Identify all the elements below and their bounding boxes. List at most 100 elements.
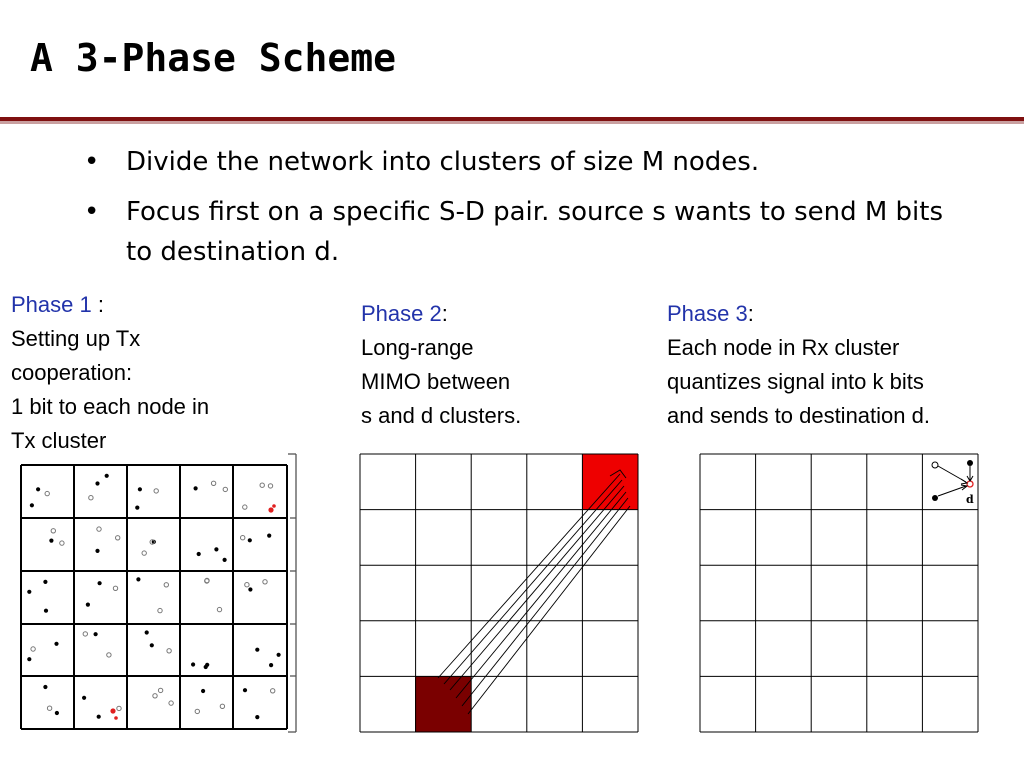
bullet-item: • Divide the network into clusters of si… (84, 142, 944, 182)
active-node (242, 688, 248, 693)
idle-node (267, 483, 274, 489)
phase-2-line: Long-range (361, 335, 474, 360)
active-node (137, 487, 142, 492)
idle-node (168, 700, 174, 706)
active-node (43, 608, 49, 613)
active-node (54, 710, 60, 716)
active-node (201, 688, 206, 694)
active-node (49, 538, 54, 543)
idle-node (46, 705, 53, 711)
bullet-item: • Focus first on a specific S-D pair. so… (84, 192, 944, 272)
idle-node (50, 528, 56, 534)
idle-node (194, 708, 201, 715)
idle-node (112, 585, 119, 592)
destination-cluster (582, 454, 638, 510)
active-node (248, 587, 253, 592)
active-node (97, 581, 102, 586)
title-divider-shadow (0, 121, 1024, 124)
idle-node (210, 480, 217, 486)
phase-3-line: quantizes signal into k bits (667, 369, 924, 394)
active-node (214, 547, 219, 552)
active-node (95, 481, 100, 486)
phase-3-label: Phase 3 (667, 301, 748, 326)
bullet-text: Focus first on a specific S-D pair. sour… (126, 197, 944, 267)
idle-node (244, 582, 250, 588)
idle-node (82, 631, 89, 637)
destination-node-label: d (966, 493, 974, 506)
idle-node (115, 535, 121, 541)
active-node (255, 647, 260, 652)
active-node (93, 632, 98, 637)
idle-node (152, 693, 158, 699)
idle-node (30, 646, 36, 652)
idle-node (204, 578, 210, 584)
phase-3-sep: : (747, 301, 754, 326)
phase-1-label: Phase 1 (11, 292, 92, 317)
idle-node (149, 539, 155, 545)
active-node (135, 505, 140, 510)
idle-node (96, 526, 102, 532)
phase-3-line: and sends to destination d. (667, 403, 930, 428)
idle-node (141, 550, 147, 556)
active-node (85, 602, 90, 607)
active-node (196, 551, 201, 557)
idle-node (153, 488, 159, 494)
phase-1-line: cooperation: (11, 360, 133, 385)
phase-1-sep: : (91, 292, 104, 317)
bullet-dot: • (84, 147, 100, 177)
phase-1-line: 1 bit to each node in (11, 394, 210, 419)
idle-node (270, 688, 276, 694)
bullet-list: • Divide the network into clusters of si… (84, 142, 944, 282)
active-node (54, 641, 59, 646)
idle-node (116, 705, 122, 712)
idle-node (157, 607, 163, 614)
phase-2-line: MIMO between (361, 369, 511, 394)
active-node (36, 487, 41, 492)
active-node (43, 579, 48, 584)
active-node (203, 664, 208, 670)
phase-2-caption: Phase 2: Long-range MIMO between s and d… (361, 297, 621, 433)
idle-node (259, 482, 265, 488)
phase-3-line: Each node in Rx cluster (667, 335, 900, 360)
active-node (149, 643, 154, 648)
mimo-links (437, 469, 631, 715)
active-node (95, 548, 100, 553)
rx-cluster-nodes (931, 460, 974, 501)
phase-3-caption: Phase 3: Each node in Rx cluster quantiz… (667, 297, 1017, 433)
idle-node (59, 540, 65, 546)
idle-node (157, 687, 164, 694)
active-node (104, 473, 109, 478)
active-node (136, 577, 141, 582)
idle-node (163, 582, 170, 588)
phase-1-network-grid (16, 448, 302, 736)
active-node (82, 695, 87, 700)
active-node (151, 539, 156, 544)
bullet-text: Divide the network into clusters of size… (126, 147, 760, 177)
active-node (247, 538, 252, 543)
idle-node (44, 490, 50, 497)
idle-node (216, 606, 223, 613)
bullet-dot: • (84, 197, 100, 227)
idle-node (166, 648, 172, 654)
phase-2-mimo-grid (359, 453, 639, 733)
idle-node (240, 535, 246, 541)
active-node (144, 630, 149, 635)
idle-node (88, 495, 94, 501)
active-node (267, 533, 272, 538)
active-node (96, 714, 101, 719)
active-node (276, 652, 281, 657)
source-cluster (415, 676, 471, 732)
page-title: A 3-Phase Scheme (30, 36, 397, 80)
active-node (43, 684, 48, 690)
active-node (193, 486, 198, 491)
phase-1-caption: Phase 1 : Setting up Tx cooperation: 1 b… (11, 288, 291, 452)
phase-2-line: s and d clusters. (361, 403, 522, 428)
active-node (269, 663, 274, 668)
active-node (29, 503, 34, 508)
active-node (255, 715, 260, 720)
idle-node (242, 504, 248, 510)
idle-node (219, 703, 226, 709)
phase-3-cluster-grid: d (699, 453, 979, 733)
phase-2-label: Phase 2 (361, 301, 442, 326)
active-node (191, 662, 196, 667)
